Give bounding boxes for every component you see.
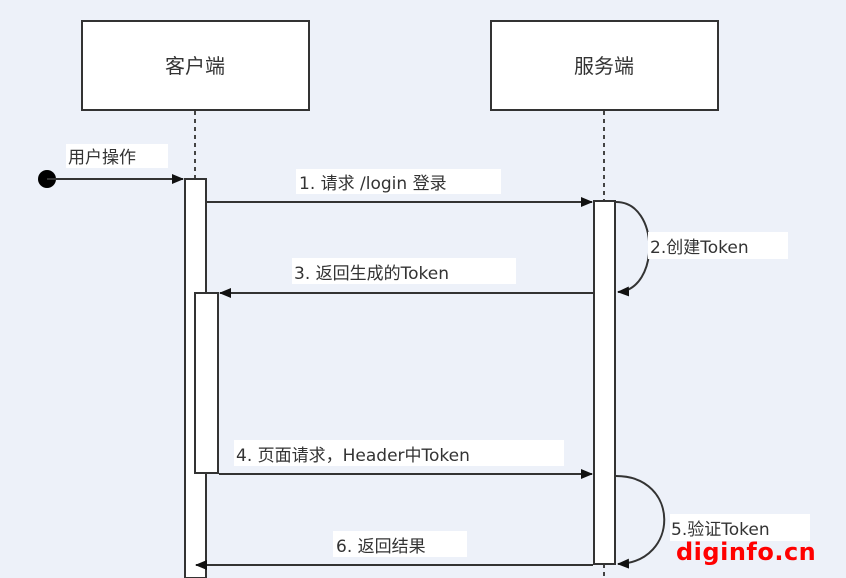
participant-client[interactable]: 客户端	[81, 20, 310, 111]
message-4-label: 4. 页面请求，Header中Token	[236, 446, 470, 466]
participant-server-label: 服务端	[574, 54, 634, 78]
message-3-label: 3. 返回生成的Token	[294, 264, 449, 284]
watermark: diginfo.cn	[676, 538, 817, 566]
activation-client-nested	[194, 292, 219, 474]
activation-server	[593, 200, 616, 565]
message-5-arrow	[615, 475, 666, 569]
message-2-arrow	[615, 201, 651, 297]
participant-client-label: 客户端	[165, 54, 225, 78]
initial-action-label: 用户操作	[68, 148, 136, 168]
participant-server[interactable]: 服务端	[490, 20, 719, 111]
message-6-label: 6. 返回结果	[336, 537, 426, 557]
message-1-label: 1. 请求 /login 登录	[299, 174, 447, 194]
message-2-label: 2.创建Token	[650, 238, 749, 258]
message-5-label: 5.验证Token	[671, 520, 770, 540]
